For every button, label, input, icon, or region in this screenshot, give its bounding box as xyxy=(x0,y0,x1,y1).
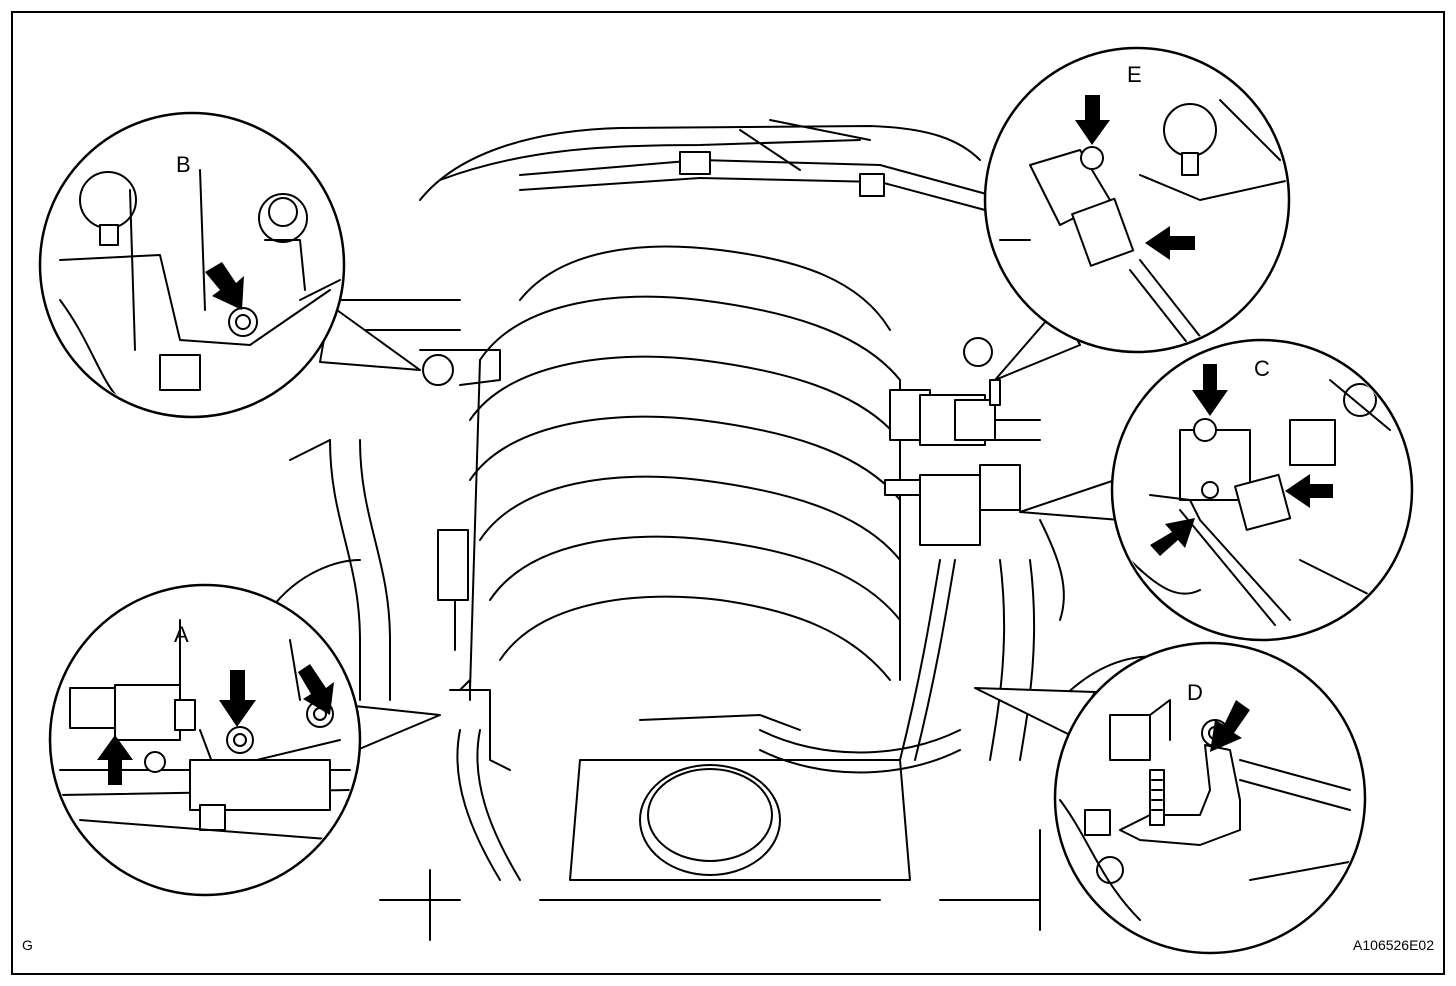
arrow-left-e xyxy=(1145,226,1195,260)
figure-frame xyxy=(11,11,1445,975)
callout-b: B xyxy=(38,111,346,419)
callout-d-label: D xyxy=(1187,680,1203,705)
arrow-up-a xyxy=(97,735,133,785)
arrow-left-c xyxy=(1285,474,1333,508)
callout-e-label: E xyxy=(1127,62,1142,87)
arrow-up-right-c xyxy=(1150,518,1195,556)
engine-main-view xyxy=(269,119,1181,941)
arrow-down-e xyxy=(1075,95,1110,145)
callout-e: E xyxy=(983,46,1291,354)
callout-b-label: B xyxy=(176,152,191,177)
arrow-down-d xyxy=(1210,700,1250,752)
callout-a: A xyxy=(48,583,362,897)
callout-c: C xyxy=(1110,338,1414,642)
figure-id: A106526E02 xyxy=(1353,937,1434,953)
callout-c-label: C xyxy=(1254,356,1270,381)
arrow-down-c xyxy=(1192,364,1228,416)
arrow-down-a2 xyxy=(298,664,334,715)
arrow-down-a1 xyxy=(219,670,256,727)
callout-leaders xyxy=(319,304,1121,756)
callout-a-label: A xyxy=(174,622,189,647)
callout-d: D xyxy=(1053,641,1367,955)
view-code: G xyxy=(22,937,33,953)
arrow-down-b xyxy=(205,262,244,310)
